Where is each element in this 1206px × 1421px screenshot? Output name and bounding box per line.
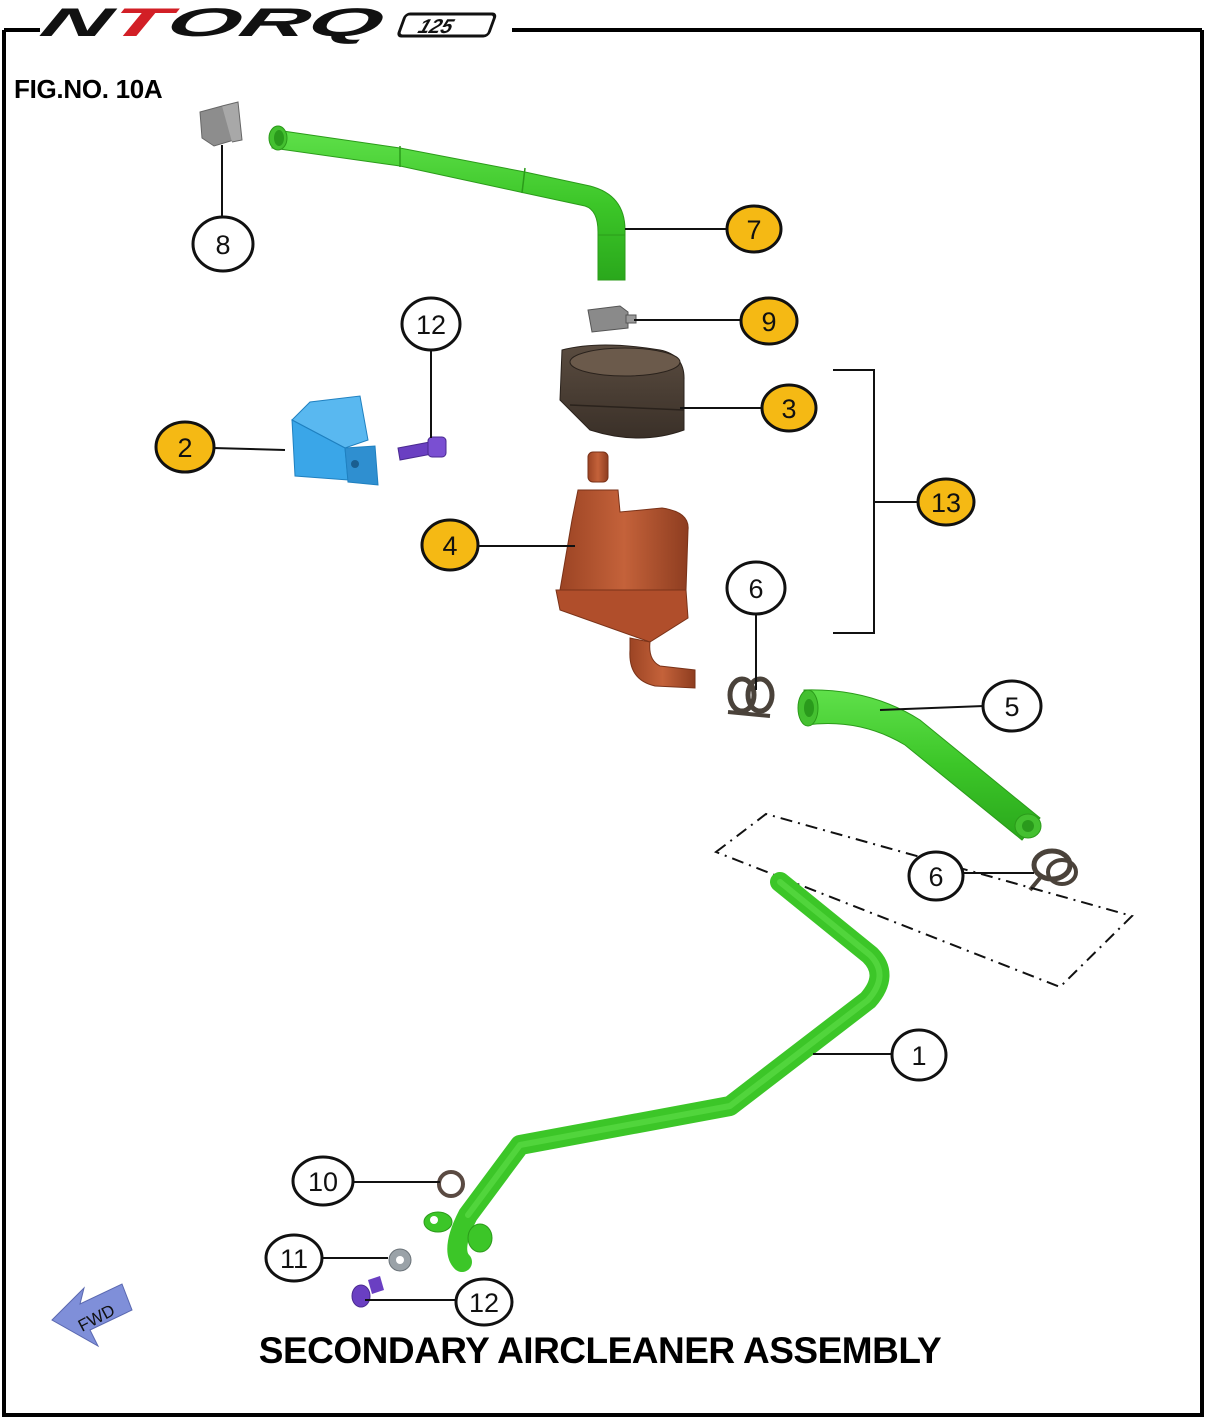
callout-7[interactable]: 7 xyxy=(725,204,783,254)
callout-label: 1 xyxy=(911,1041,926,1071)
callout-8[interactable]: 8 xyxy=(191,215,255,273)
bolt-part-12-upper xyxy=(397,436,447,461)
callout-2[interactable]: 2 xyxy=(154,420,216,474)
callout-label: 8 xyxy=(215,230,230,260)
callout-10[interactable]: 10 xyxy=(291,1155,355,1207)
page-frame xyxy=(2,28,1204,1417)
callout-label: 3 xyxy=(781,394,796,424)
oring-part-10 xyxy=(437,1170,465,1198)
callout-label: 6 xyxy=(928,862,943,892)
dash-dot-outline xyxy=(713,812,1134,989)
pipe-part-1 xyxy=(423,872,890,1272)
leader-lines xyxy=(212,145,1034,1301)
clip-part-6-upper xyxy=(727,676,775,718)
figure-number: FIG.NO. 10A xyxy=(14,74,163,104)
callout-5[interactable]: 5 xyxy=(981,679,1043,733)
callout-12-lower[interactable]: 12 xyxy=(454,1277,514,1327)
callout-12-upper[interactable]: 12 xyxy=(400,296,462,352)
callout-6-lower[interactable]: 6 xyxy=(907,850,965,902)
valve-part-4 xyxy=(555,451,696,689)
assembly-title: SECONDARY AIRCLEANER ASSEMBLY xyxy=(0,1330,1206,1372)
callout-label: 7 xyxy=(746,215,761,245)
callout-13[interactable]: 13 xyxy=(916,477,976,527)
callout-1[interactable]: 1 xyxy=(890,1028,948,1082)
callout-label: 13 xyxy=(931,488,961,518)
washer-part-11 xyxy=(388,1248,412,1272)
logo-model: 125 xyxy=(415,16,457,38)
logo-accent: T xyxy=(103,0,185,45)
callout-label: 9 xyxy=(761,307,776,337)
callout-11[interactable]: 11 xyxy=(264,1233,324,1283)
cover-part-3 xyxy=(559,344,685,439)
callout-label: 11 xyxy=(280,1244,308,1274)
callout-4[interactable]: 4 xyxy=(420,518,480,572)
callout-label: 12 xyxy=(416,310,446,340)
clip-part-6-lower xyxy=(1028,848,1078,892)
bracket-part-2 xyxy=(291,395,379,486)
callout-3[interactable]: 3 xyxy=(760,383,818,433)
clamp-part-8 xyxy=(199,101,243,147)
callout-label: 2 xyxy=(177,433,192,463)
callout-9[interactable]: 9 xyxy=(739,296,799,346)
callout-label: 4 xyxy=(442,531,457,561)
callout-label: 12 xyxy=(469,1288,499,1318)
clamp-part-9 xyxy=(587,305,637,333)
callout-label: 6 xyxy=(748,574,763,604)
assembly-title-text: SECONDARY AIRCLEANER ASSEMBLY xyxy=(258,1330,942,1371)
bolt-part-12-lower xyxy=(351,1276,384,1308)
callout-6-upper[interactable]: 6 xyxy=(725,560,787,616)
hose-part-7 xyxy=(268,125,626,281)
hose-part-5 xyxy=(797,689,1042,841)
callout-label: 5 xyxy=(1004,692,1019,722)
callout-label: 10 xyxy=(308,1167,338,1197)
